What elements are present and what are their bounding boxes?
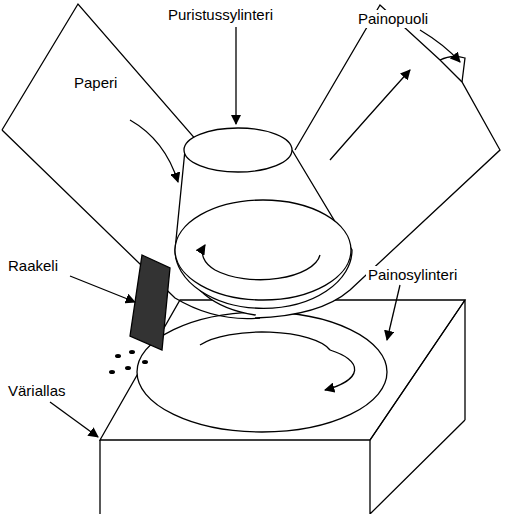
pressure-cylinder-end — [175, 200, 351, 300]
part-label: Puristussylinteri — [166, 6, 275, 24]
part-label: Painosylinteri — [366, 266, 459, 284]
pressure-cylinder-body — [175, 150, 352, 308]
doctor-blade — [130, 255, 170, 350]
rotation-arc — [215, 255, 320, 280]
part-label: Painopuoli — [356, 10, 430, 28]
rotation-arc — [200, 332, 330, 350]
part-label: Väriallas — [6, 382, 68, 400]
printing-cylinder — [137, 312, 387, 432]
rotation-arrow — [325, 350, 355, 390]
part-label: Paperi — [72, 74, 119, 92]
leader-arrows — [50, 27, 460, 437]
ink-drops — [109, 350, 148, 374]
paper-curl — [440, 56, 465, 82]
pressure-cylinder-top — [184, 128, 292, 172]
rotation-arrow — [203, 245, 215, 270]
paper-arrow — [130, 120, 178, 182]
paper-arrow — [330, 70, 410, 160]
part-label: Raakeli — [6, 257, 60, 275]
